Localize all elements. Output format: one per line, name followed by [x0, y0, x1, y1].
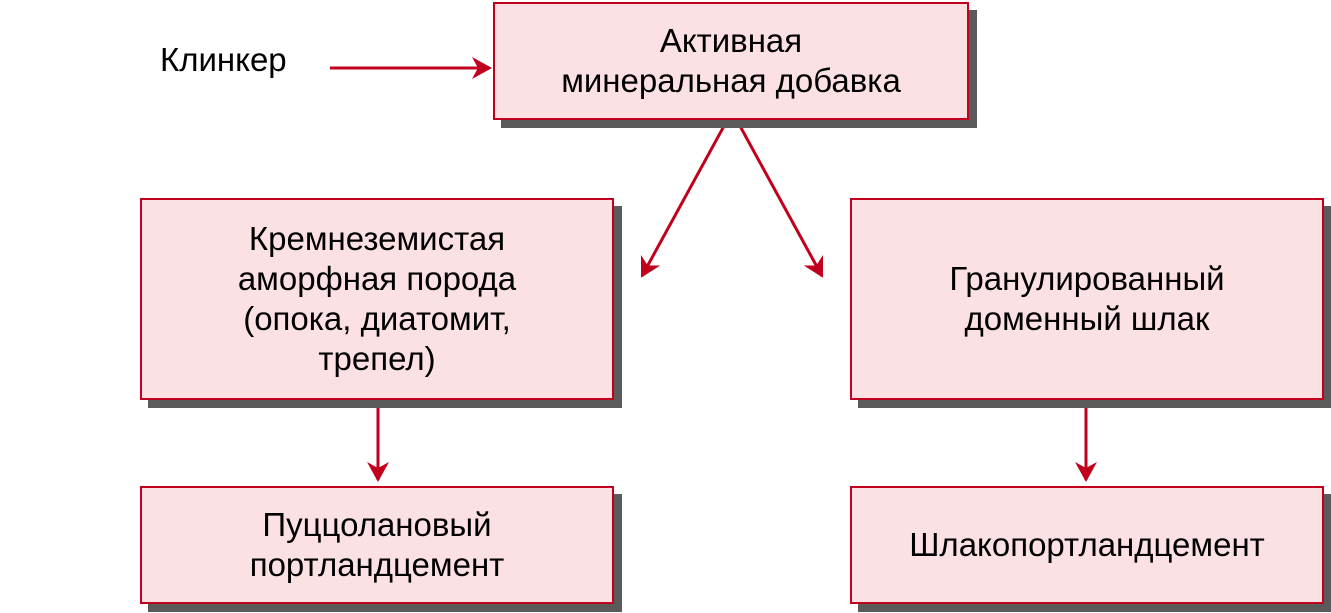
slag-portland-cement-box: Шлакопортландцемент [850, 486, 1324, 604]
granulated-slag-box: Гранулированный доменный шлак [850, 198, 1324, 400]
arrow-active-to-slag [738, 125, 824, 278]
arrow-active-to-silica [640, 125, 726, 278]
active-mineral-additive-box: Активная минеральная добавка [493, 2, 969, 120]
silica-rock-box: Кремнеземистая аморфная порода (опока, д… [140, 198, 614, 400]
pozzolanic-cement-box: Пуццолановый портландцемент [140, 486, 614, 604]
clinker-label: Клинкер [160, 41, 287, 78]
